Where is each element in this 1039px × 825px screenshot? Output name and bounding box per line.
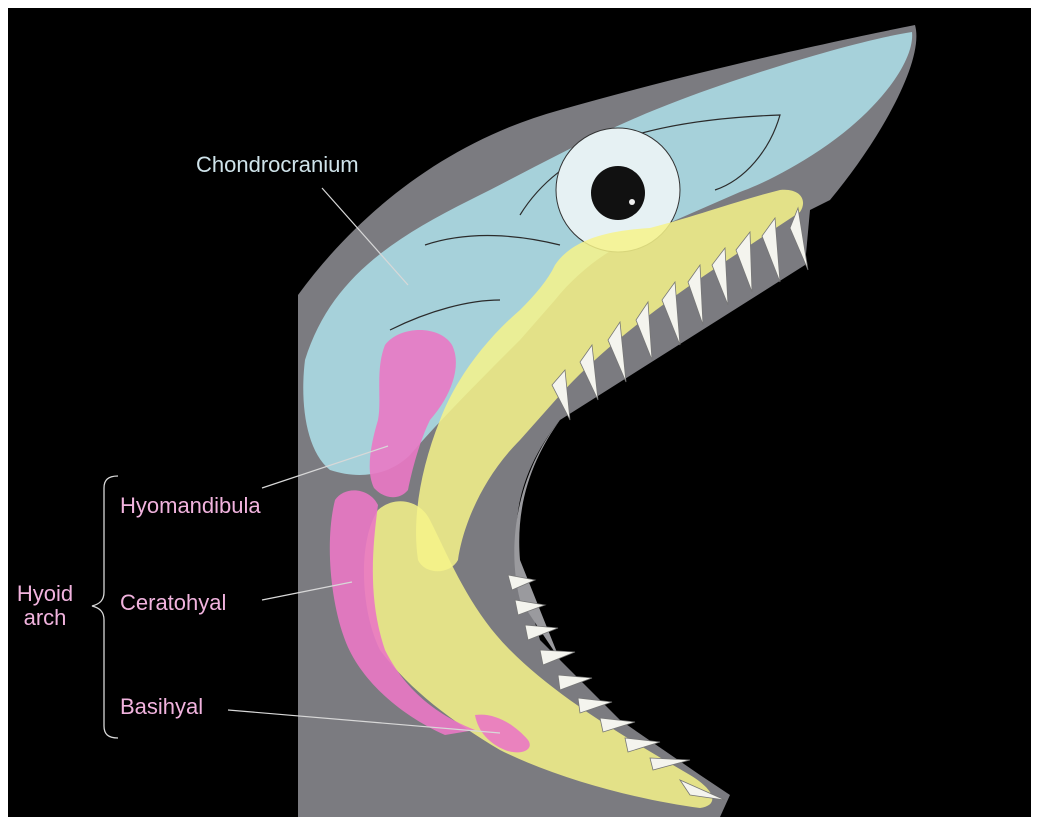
ceratohyal-label: Ceratohyal xyxy=(120,592,226,614)
chondrocranium-label: Chondrocranium xyxy=(196,154,359,176)
hyoid-arch-label-line2: arch xyxy=(10,606,80,630)
eye-pupil xyxy=(591,166,645,220)
hyoid-arch-label: Hyoid arch xyxy=(10,582,80,630)
hyoid-arch-bracket xyxy=(92,476,118,738)
hyomandibula-label: Hyomandibula xyxy=(120,495,261,517)
basihyal-label: Basihyal xyxy=(120,696,203,718)
eye-glint xyxy=(629,199,635,205)
hyoid-arch-label-line1: Hyoid xyxy=(10,582,80,606)
